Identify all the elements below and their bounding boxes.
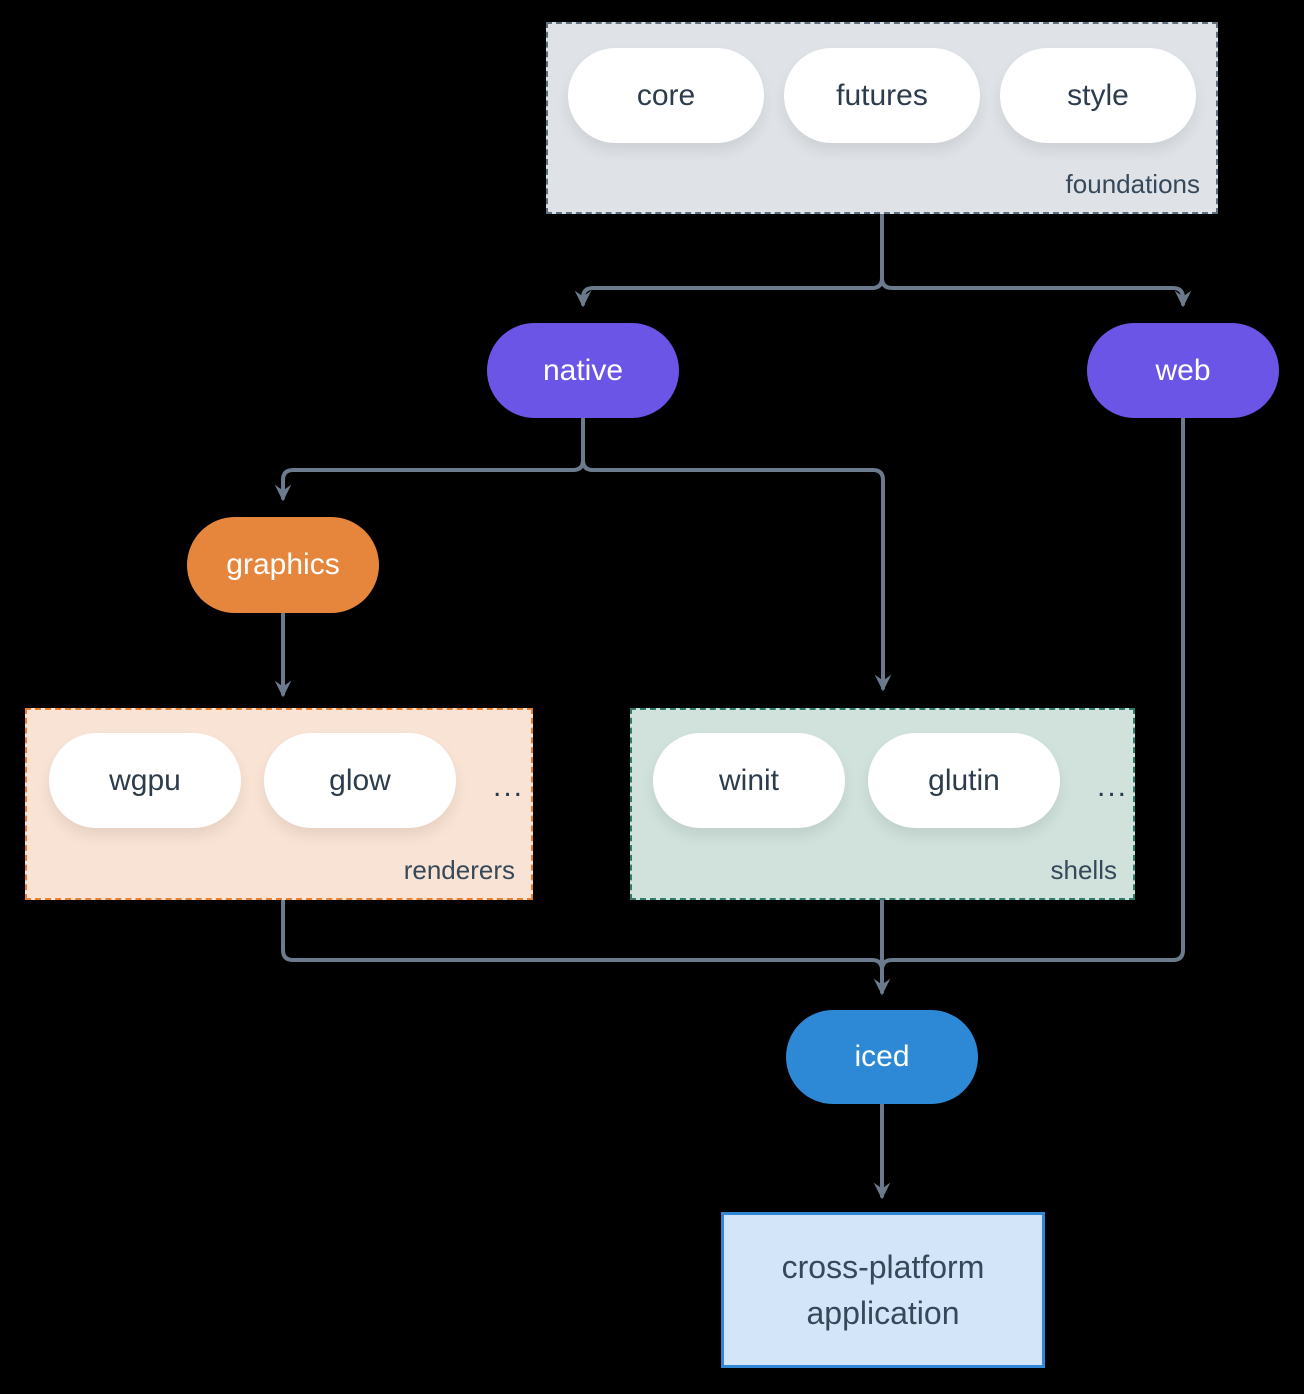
renderers-ellipsis: ... xyxy=(493,769,525,803)
node-style: style xyxy=(1000,48,1196,143)
application-label-line2: application xyxy=(806,1295,960,1331)
node-winit: winit xyxy=(653,733,845,828)
renderers-pill-row: wgpu glow ... xyxy=(49,733,524,828)
node-core-label: core xyxy=(636,78,696,112)
renderers-group: wgpu glow ... renderers xyxy=(25,708,533,900)
connector-foundations-native xyxy=(574,213,884,308)
application-node: cross-platform application xyxy=(721,1212,1045,1368)
connector-renderers-merge xyxy=(281,899,884,972)
node-futures-label: futures xyxy=(836,78,928,112)
node-native-label: native xyxy=(542,353,624,387)
node-core: core xyxy=(568,48,764,143)
shells-pill-row: winit glutin ... xyxy=(653,733,1128,828)
application-label-line1: cross-platform xyxy=(781,1248,985,1285)
node-futures: futures xyxy=(784,48,980,143)
node-iced-label: iced xyxy=(854,1040,910,1073)
node-native: native xyxy=(487,323,679,418)
node-style-label: style xyxy=(1067,78,1129,112)
node-wgpu: wgpu xyxy=(49,733,241,828)
connector-foundations-web xyxy=(880,276,1192,308)
connector-native-shells xyxy=(581,458,892,692)
node-glutin-label: glutin xyxy=(928,763,1000,797)
node-web: web xyxy=(1087,323,1279,418)
renderers-group-label: renderers xyxy=(403,855,515,885)
node-wgpu-label: wgpu xyxy=(109,763,181,797)
node-glow-label: glow xyxy=(329,763,391,797)
connector-native-graphics xyxy=(274,417,585,502)
node-iced: iced xyxy=(786,1010,978,1104)
node-web-label: web xyxy=(1155,353,1211,387)
node-graphics: graphics xyxy=(187,517,379,613)
shells-group-label: shells xyxy=(1050,855,1117,885)
node-glow: glow xyxy=(264,733,456,828)
foundations-pill-row: core futures style xyxy=(568,48,1196,143)
shells-group: winit glutin ... shells xyxy=(630,708,1135,900)
node-graphics-label: graphics xyxy=(226,548,340,581)
foundations-group: core futures style foundations xyxy=(546,22,1218,214)
node-winit-label: winit xyxy=(718,763,779,797)
node-glutin: glutin xyxy=(868,733,1060,828)
shells-ellipsis: ... xyxy=(1097,769,1129,803)
foundations-group-label: foundations xyxy=(1065,169,1200,199)
